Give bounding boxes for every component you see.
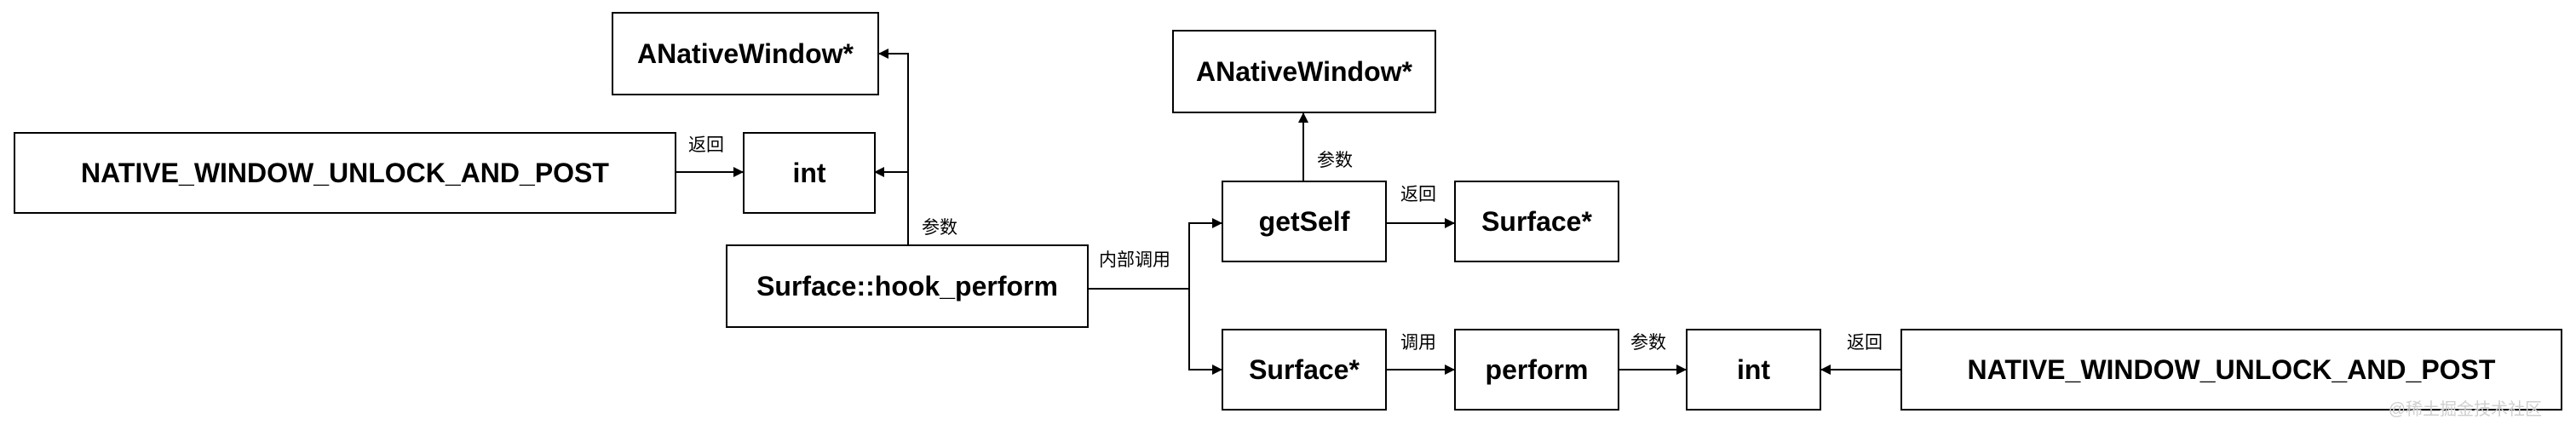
node-native-window-unlock-and-post-left: NATIVE_WINDOW_UNLOCK_AND_POST <box>14 132 676 214</box>
node-get-self: getSelf <box>1222 181 1387 262</box>
edge-branch-to-surface <box>1188 289 1222 375</box>
label-return-left: 返回 <box>688 135 724 155</box>
watermark: @稀土掘金技术社区 <box>2388 400 2542 419</box>
edge-param-to-anative-left <box>878 49 909 172</box>
node-surface-top: Surface* <box>1454 181 1619 262</box>
label-return-right-top: 返回 <box>1400 185 1436 204</box>
node-native-window-unlock-and-post-right: NATIVE_WINDOW_UNLOCK_AND_POST <box>1900 329 2562 411</box>
label-internal-call: 内部调用 <box>1099 250 1170 270</box>
node-perform: perform <box>1454 329 1619 411</box>
edge-param-to-int <box>874 167 909 244</box>
node-int-bottom: int <box>1686 329 1821 411</box>
label-param-bottom: 参数 <box>1630 333 1666 353</box>
label-return-bottom: 返回 <box>1847 333 1883 353</box>
node-int-top: int <box>743 132 876 214</box>
node-anative-window-right: ANativeWindow* <box>1172 30 1436 113</box>
node-anative-window-left: ANativeWindow* <box>612 12 879 95</box>
label-param-right: 参数 <box>1317 151 1353 170</box>
label-param-left: 参数 <box>922 218 957 238</box>
node-surface-bottom: Surface* <box>1222 329 1387 411</box>
edge-branch-to-getself <box>1188 218 1222 289</box>
label-call: 调用 <box>1400 333 1436 353</box>
node-surface-hook-perform: Surface::hook_perform <box>726 244 1089 328</box>
